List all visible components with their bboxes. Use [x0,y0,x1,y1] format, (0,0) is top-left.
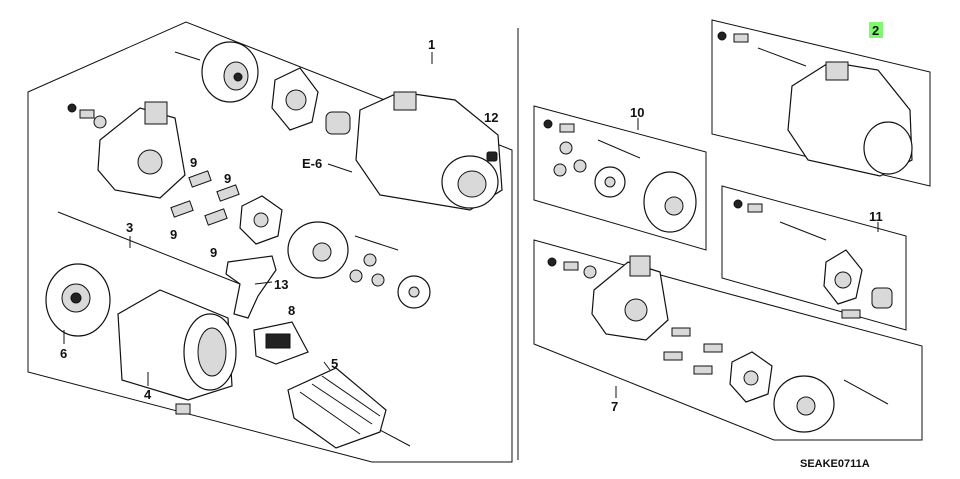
a2-starter[interactable] [787,61,913,177]
a7-plate[interactable] [773,375,835,433]
assembly-2-group [711,19,931,187]
brush-holder-top[interactable] [271,67,319,131]
diagram-code: SEAKE0711A [800,458,870,470]
reference-e6[interactable]: E-6 [302,156,322,171]
a7-holder[interactable] [729,351,773,403]
a2-spring[interactable] [733,33,749,43]
assembly-10-outline [533,105,707,251]
nut-c[interactable] [371,273,385,287]
a10-spring[interactable] [559,123,575,133]
callout-13: 13 [274,277,288,292]
yoke-4[interactable] [117,289,237,401]
small-clip[interactable] [175,403,191,415]
brush-holder-mid[interactable] [239,195,283,245]
assembly-11-outline [721,185,907,331]
a2-bolt[interactable] [757,47,807,67]
a10-plate[interactable] [594,166,626,198]
a7-solenoid[interactable] [591,255,669,341]
a10-nut-2[interactable] [553,163,567,177]
brush-spring-3[interactable] [170,200,194,218]
a11-spring[interactable] [747,203,763,213]
a7-spring-4[interactable] [693,365,713,375]
a7-washer[interactable] [583,265,597,279]
starter-housing[interactable] [355,91,503,211]
a10-nut-3[interactable] [573,159,587,173]
leader-13 [254,281,273,285]
a10-nut[interactable] [543,119,553,129]
callout-5: 5 [331,356,338,371]
assembly-1-outline [27,21,513,463]
a10-nut-1[interactable] [559,141,573,155]
a7-bolt[interactable] [843,379,889,405]
washer[interactable] [93,115,107,129]
assembly-11-group [721,185,907,331]
a10-bolt[interactable] [597,139,641,159]
callout-9-c: 9 [170,227,177,242]
callout-1: 1 [428,37,435,52]
brush-spring-4[interactable] [204,208,228,226]
callout-2: 2 [872,23,879,38]
leader-e6 [327,163,353,173]
armature-cover-6[interactable] [45,263,111,337]
nut-b[interactable] [349,269,363,283]
plate-small[interactable] [397,275,431,309]
a11-spring-2[interactable] [841,309,861,319]
a7-spring[interactable] [563,261,579,271]
a11-holder[interactable] [823,249,863,305]
callout-11: 11 [869,209,883,224]
end-plate[interactable] [287,221,349,279]
callout-3: 3 [126,220,133,235]
a11-bolt[interactable] [779,221,827,241]
callout-9-a: 9 [190,155,197,170]
assembly-1-group [27,21,513,463]
callout-2-highlight [869,22,883,38]
small-bolt[interactable] [354,235,399,251]
callout-12: 12 [484,110,498,125]
callout-9-b: 9 [224,171,231,186]
brush-spring-2[interactable] [216,184,240,202]
callout-4: 4 [144,387,152,402]
grommet[interactable] [325,111,351,135]
nut-a[interactable] [363,253,377,267]
rear-cover[interactable] [201,41,259,103]
a7-spring-3[interactable] [663,351,683,361]
part-12-cap[interactable] [486,151,498,162]
armature-5[interactable] [287,367,411,449]
a7-spring-1[interactable] [671,327,691,337]
assembly-2-outline [711,19,931,187]
a2-nut[interactable] [717,31,727,41]
callout-7: 7 [611,399,618,414]
callout-8: 8 [288,303,295,318]
spring-small[interactable] [79,109,95,119]
assembly-10-group [533,105,707,251]
assembly-7-outline [533,239,923,441]
callout-9-d: 9 [210,245,217,260]
callout-10: 10 [630,105,644,120]
small-nut-1[interactable] [67,103,77,113]
arrow-line [174,51,201,61]
bracket-13[interactable] [225,255,277,319]
callout-6: 6 [60,346,67,361]
assembly-7-group [533,239,923,441]
a11-grommet[interactable] [871,287,893,309]
a10-cover[interactable] [643,171,697,233]
a11-nut[interactable] [733,199,743,209]
through-bolt[interactable] [57,211,246,287]
leader-5 [323,361,331,371]
brush-plate-8[interactable] [253,321,309,365]
a7-spring-2[interactable] [703,343,723,353]
brush-spring-1[interactable] [188,170,212,188]
solenoid-assembly[interactable] [97,101,186,199]
a7-nut[interactable] [547,257,557,267]
